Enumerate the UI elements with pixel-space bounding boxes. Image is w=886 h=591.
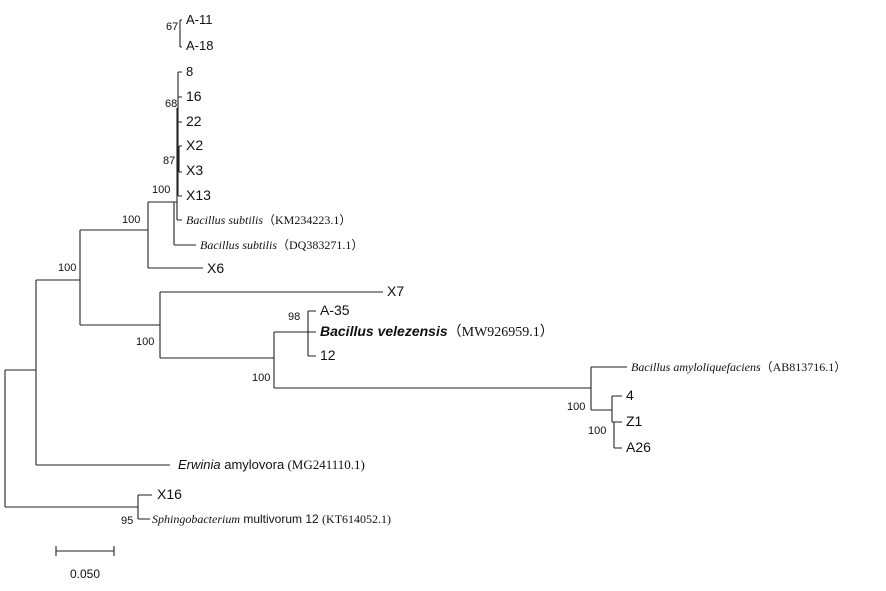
- tree-branches: [4, 19, 627, 520]
- leaf-label-bs1: Bacillus subtilis（KM234223.1）: [186, 213, 351, 227]
- branch-subtilis-87: [178, 145, 182, 173]
- leaf-species-epithet: multivorum 12: [240, 512, 322, 526]
- bootstrap-value: 100: [567, 401, 585, 413]
- leaf-label-x6: X6: [207, 260, 224, 276]
- leaf-label-bv: Bacillus velezensis（MW926959.1）: [320, 323, 554, 340]
- scale-bar-line: [55, 546, 115, 556]
- leaf-species-epithet: amylovora: [221, 457, 285, 472]
- leaf-label-sm: Sphingobacterium multivorum 12 (KT614052…: [152, 512, 391, 526]
- branch-sphingobacterium: [137, 494, 152, 520]
- branch-amylo-inner: [611, 395, 622, 423]
- branch-subtilis-comb2: [177, 71, 182, 197]
- bootstrap-value: 98: [288, 311, 300, 323]
- bootstrap-value: 100: [136, 336, 154, 348]
- leaf-label-l8: 8: [186, 64, 193, 79]
- leaf-accession: （DQ383271.1）: [277, 238, 363, 252]
- bootstrap-value: 87: [163, 155, 175, 167]
- branch-amylo-95: [613, 421, 622, 449]
- leaf-label-z1: Z1: [626, 413, 643, 429]
- branch-root: [4, 369, 138, 508]
- leaf-species-name: Sphingobacterium: [152, 512, 240, 526]
- leaf-accession: (KT614052.1): [322, 512, 391, 526]
- leaf-species-name: Bacillus subtilis: [186, 213, 263, 227]
- branch-bacillus: [79, 229, 160, 326]
- leaf-accession: (MG241110.1): [284, 457, 365, 472]
- leaf-label-a35: A-35: [320, 302, 350, 318]
- leaf-label-l22: 22: [186, 113, 202, 129]
- leaf-label-ea: Erwinia amylovora (MG241110.1): [178, 457, 365, 472]
- leaf-label-bs2: Bacillus subtilis（DQ383271.1）: [200, 238, 363, 252]
- leaf-species-name: Bacillus velezensis: [320, 323, 448, 339]
- leaf-label-x7: X7: [387, 283, 404, 299]
- bootstrap-value: 100: [252, 372, 270, 384]
- branch-velezensis-group: [159, 291, 383, 359]
- leaf-label-l4: 4: [626, 387, 634, 403]
- leaf-label-l16: 16: [186, 88, 202, 104]
- leaf-label-a26: A26: [626, 439, 651, 455]
- leaf-label-x16: X16: [157, 486, 182, 502]
- leaf-accession: （MW926959.1）: [448, 324, 554, 340]
- leaf-label-x2: X2: [186, 137, 203, 153]
- leaf-label-ba: Bacillus amyloliquefaciens（AB813716.1）: [631, 360, 846, 374]
- branch-amylo: [590, 366, 627, 411]
- leaf-species-name: Erwinia: [178, 457, 221, 472]
- scale-bar: 0.050: [55, 546, 115, 581]
- leaf-accession: （KM234223.1）: [263, 213, 351, 227]
- leaf-accession: （AB813716.1）: [761, 360, 847, 374]
- branch-velezensis-amylo: [273, 331, 591, 389]
- leaf-label-x3: X3: [186, 162, 203, 178]
- leaf-species-name: Bacillus subtilis: [200, 238, 277, 252]
- bootstrap-value: 68: [165, 98, 177, 110]
- branch-subtilis-x6: [147, 201, 203, 269]
- bootstrap-value: 100: [58, 262, 76, 274]
- leaf-label-a18: A-18: [186, 38, 213, 53]
- leaf-label-l12: 12: [320, 347, 336, 363]
- branch-ingroup: [35, 279, 170, 466]
- branch-subtilis-67: [179, 19, 182, 48]
- bootstrap-value: 100: [152, 184, 170, 196]
- leaf-label-x13: X13: [186, 187, 211, 203]
- bootstrap-value: 95: [121, 515, 133, 527]
- bootstrap-value: 100: [122, 214, 140, 226]
- leaf-species-name: Bacillus amyloliquefaciens: [631, 360, 761, 374]
- bootstrap-value: 100: [588, 425, 606, 437]
- branch-velezensis: [307, 310, 316, 357]
- scale-bar-label: 0.050: [70, 567, 100, 581]
- leaf-label-a11: A-11: [186, 12, 213, 27]
- bootstrap-value: 67: [166, 21, 178, 33]
